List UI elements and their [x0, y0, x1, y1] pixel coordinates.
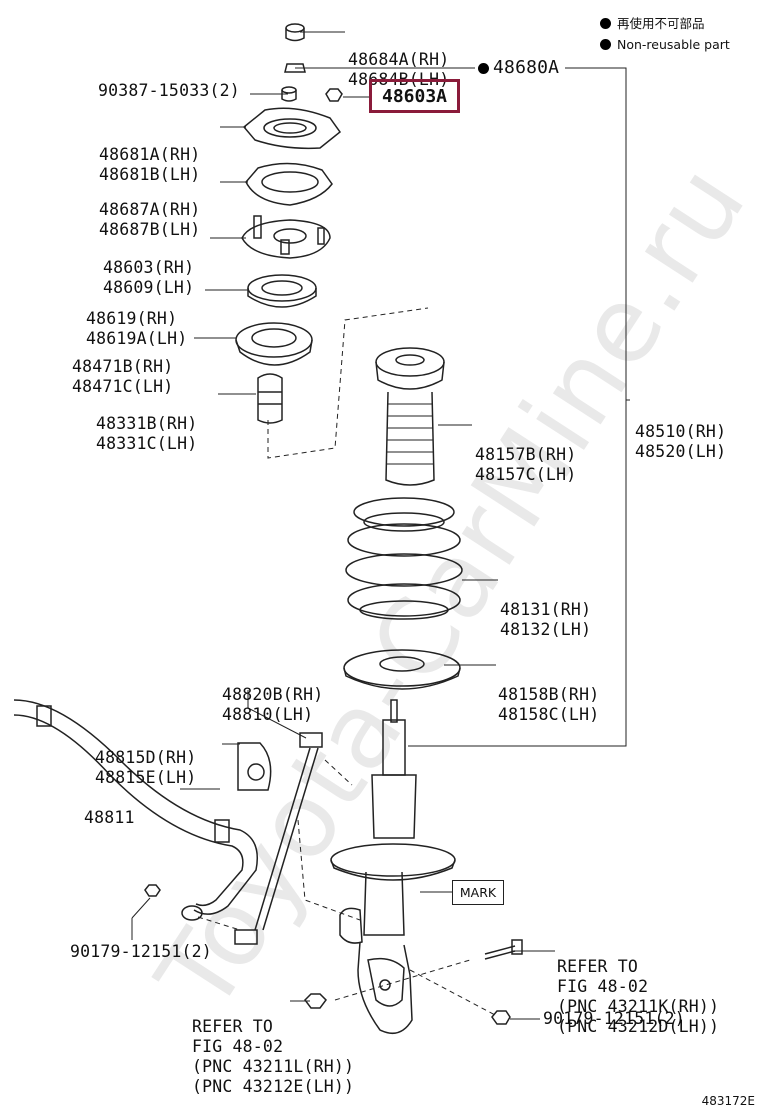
label-90179-right[interactable]: 90179-12151(2) [543, 1009, 685, 1028]
legend: 再使用不可部品 Non-reusable part [600, 13, 730, 55]
part-90387-bushing [281, 86, 297, 102]
label-48331[interactable]: 48331B(RH)48331C(LH) [96, 414, 198, 453]
label-48811[interactable]: 48811 [84, 808, 135, 827]
part-48510-strut [330, 699, 456, 1035]
part-48687-gasket [245, 162, 333, 206]
part-48680a-nut [284, 63, 306, 73]
label-48815[interactable]: 48815D(RH)48815E(LH) [95, 748, 197, 787]
part-bolts [304, 939, 523, 1025]
label-48158[interactable]: 48158B(RH)48158C(LH) [498, 685, 600, 724]
part-48681-plate [242, 107, 342, 150]
part-48603a-nut [325, 88, 343, 102]
part-90179-nut [144, 884, 203, 921]
non-reusable-dot-icon [600, 39, 611, 50]
label-48471[interactable]: 48471B(RH)48471C(LH) [72, 357, 174, 396]
label-48684[interactable]: 48684A(RH)48684B(LH) [348, 50, 450, 89]
part-48471-seat [235, 322, 313, 366]
part-48815-bushing [237, 742, 272, 791]
label-90179-left[interactable]: 90179-12151(2) [70, 942, 212, 961]
part-48157-boot [375, 347, 445, 486]
legend-jp: 再使用不可部品 [617, 16, 705, 31]
label-48681[interactable]: 48681A(RH)48681B(LH) [99, 145, 201, 184]
label-48680a[interactable]: 48680A [478, 58, 559, 78]
non-reusable-dot-icon [600, 18, 611, 29]
part-48603-support [241, 215, 331, 259]
part-48131-coil-spring [345, 497, 463, 620]
part-48811-stabilizer-bar [13, 699, 258, 915]
part-48820-link [234, 732, 323, 945]
label-48687[interactable]: 48687A(RH)48687B(LH) [99, 200, 201, 239]
part-48684-cap [285, 23, 305, 42]
label-48603[interactable]: 48603(RH)48609(LH) [103, 258, 195, 297]
part-48331-bumper [257, 373, 283, 424]
non-reusable-dot-icon [478, 63, 489, 74]
label-48131[interactable]: 48131(RH)48132(LH) [500, 600, 592, 639]
figure-id: 483172E [701, 1094, 755, 1108]
label-48510[interactable]: 48510(RH)48520(LH) [635, 422, 727, 461]
legend-en: Non-reusable part [617, 37, 730, 52]
leader-lines [131, 31, 630, 1020]
label-48157[interactable]: 48157B(RH)48157C(LH) [475, 445, 577, 484]
label-90387[interactable]: 90387-15033(2) [98, 81, 240, 100]
part-48158-insulator [343, 649, 461, 690]
mark-callout: MARK [452, 880, 504, 905]
label-48820[interactable]: 48820B(RH)48810(LH) [222, 685, 324, 724]
part-48619-bearing [247, 274, 317, 308]
highlighted-part-48603a[interactable]: 48603A [369, 79, 460, 113]
label-48619[interactable]: 48619(RH)48619A(LH) [86, 309, 188, 348]
